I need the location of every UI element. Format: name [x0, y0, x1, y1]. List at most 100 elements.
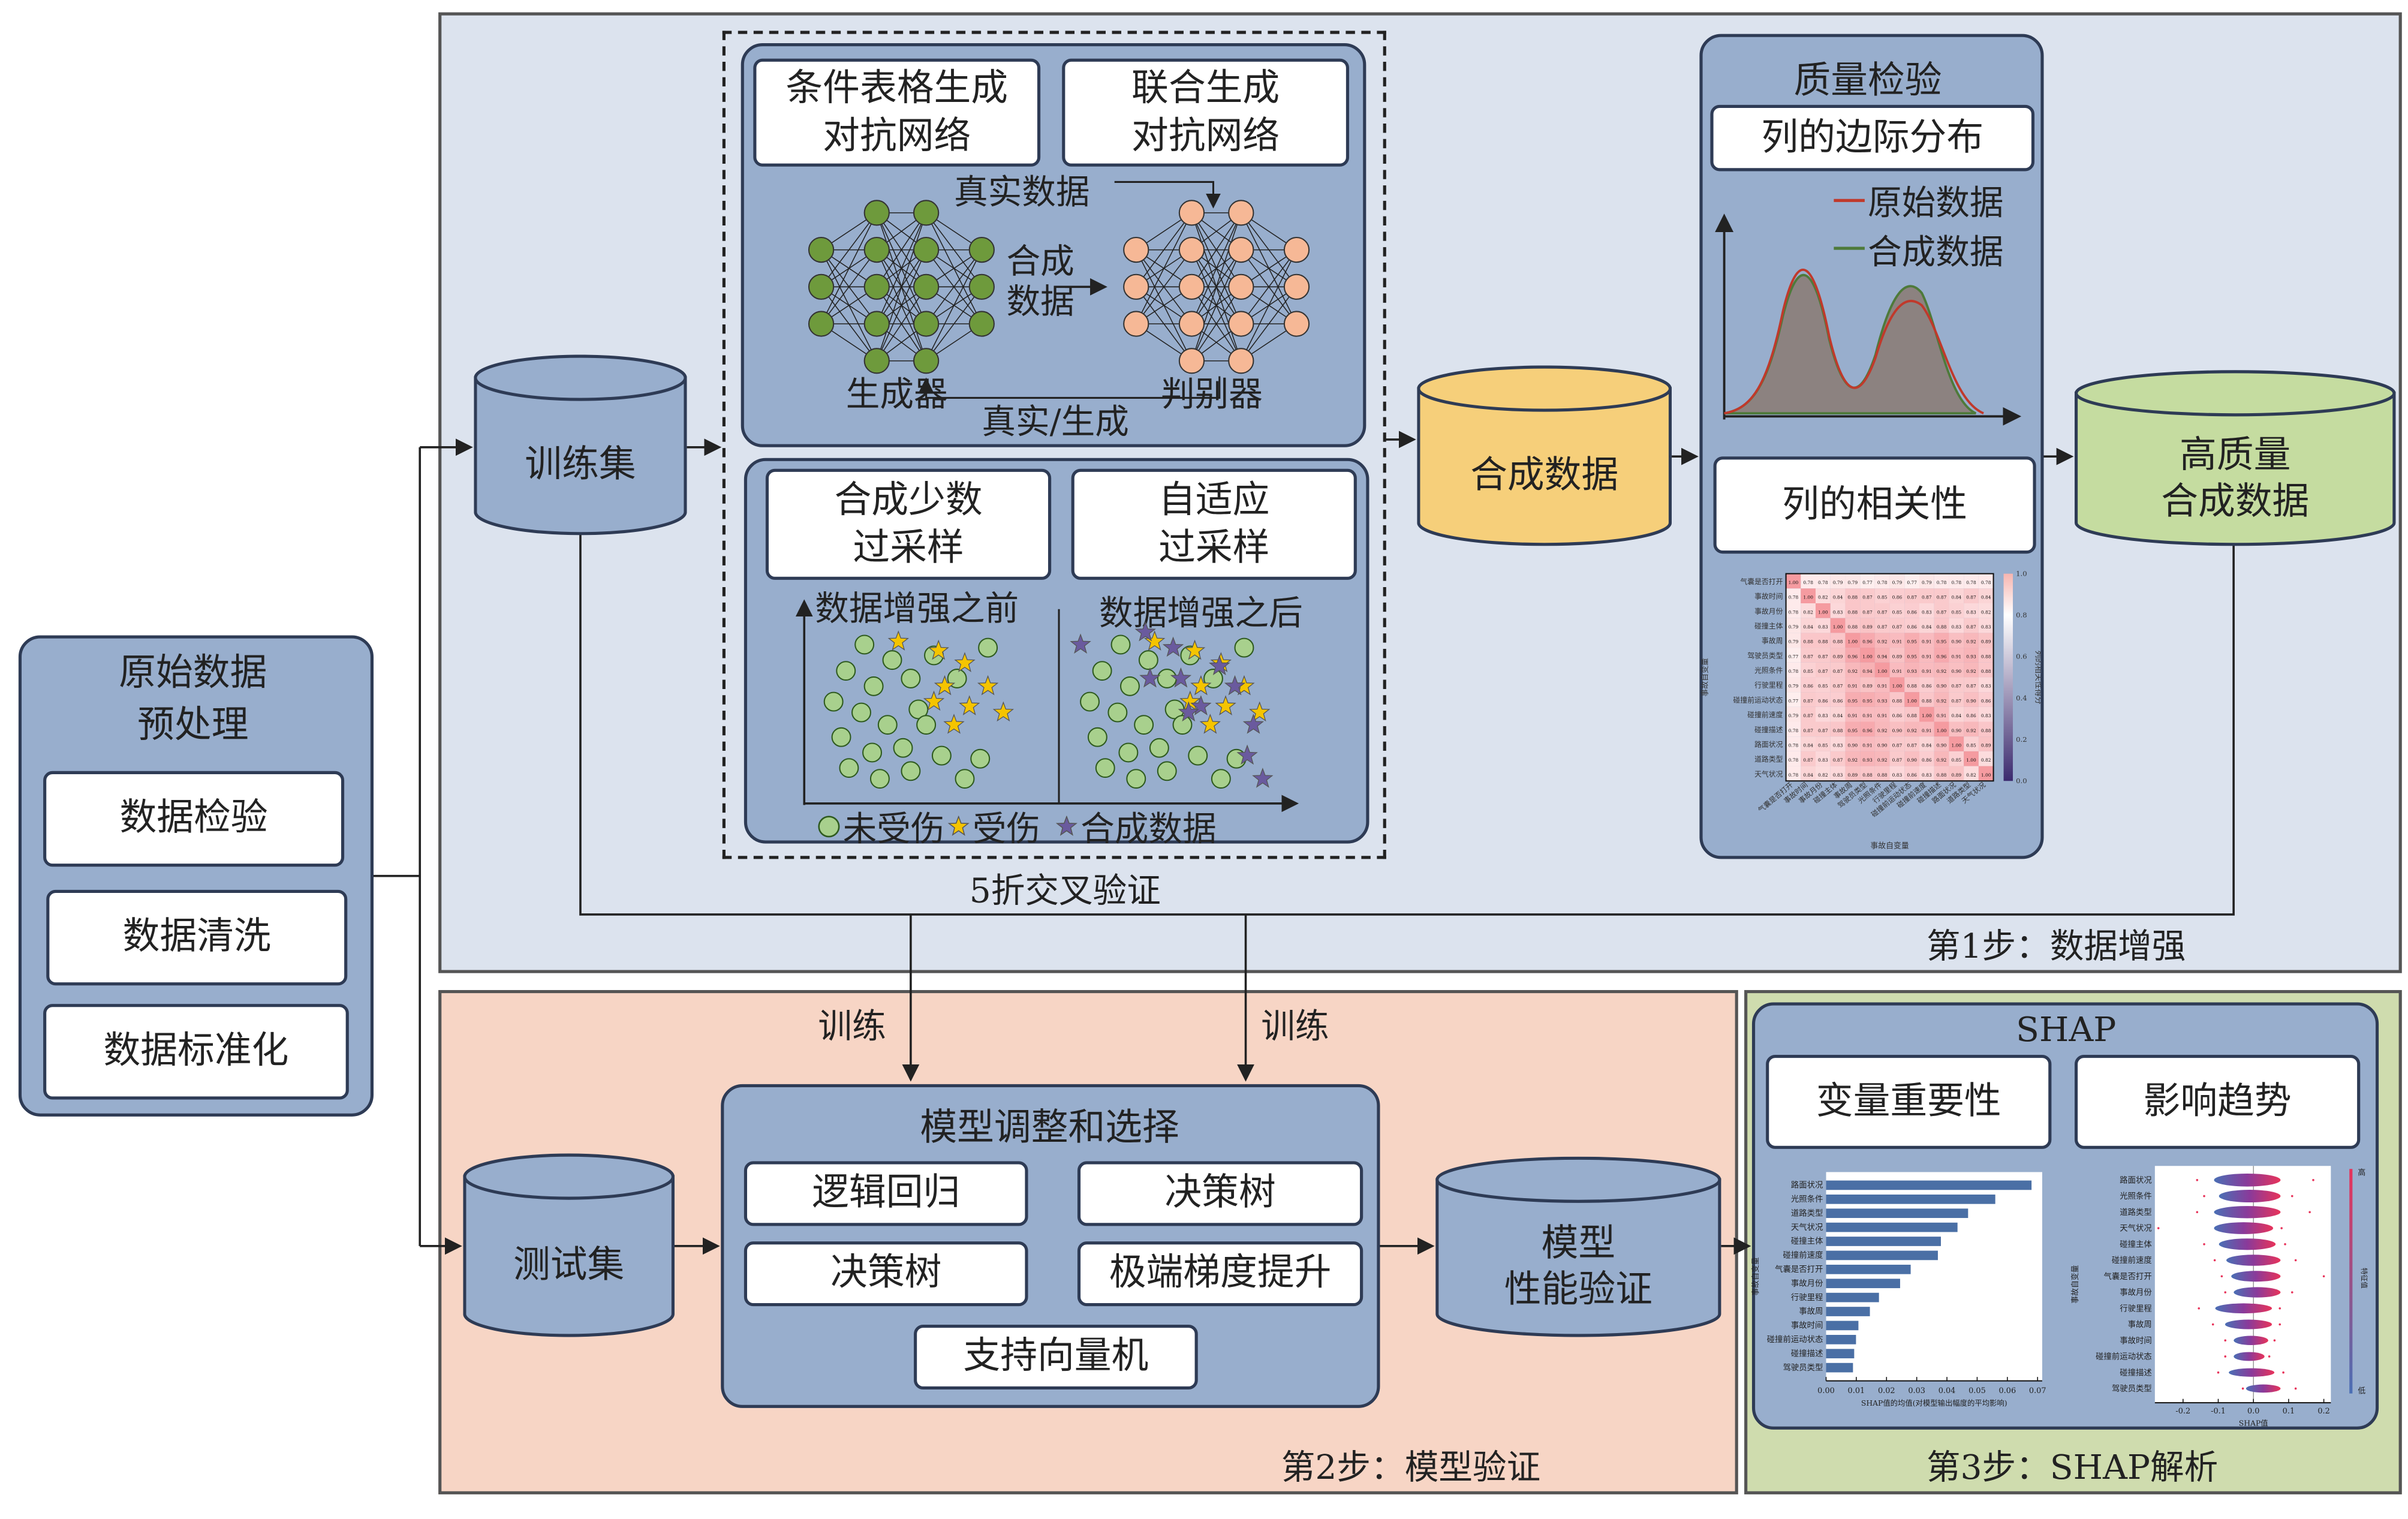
heatmap-cell	[1786, 706, 1801, 722]
heatmap-cell	[1904, 706, 1920, 722]
heatmap-value: 0.86	[1833, 698, 1843, 703]
oversampling-legend: 未受伤 受伤 合成数据	[818, 802, 1217, 851]
test-set-label: 测试集	[513, 1243, 625, 1286]
test-set-cylinder: 测试集	[463, 1153, 675, 1337]
uninjured-point	[1110, 634, 1131, 655]
heatmap-cell	[1904, 677, 1920, 693]
heatmap-cell	[1949, 648, 1964, 663]
outlier-point	[2224, 1355, 2227, 1358]
heatmap-cell	[1786, 751, 1801, 766]
discriminator-node	[1228, 311, 1254, 337]
heatmap-cell	[1919, 721, 1934, 737]
cylinder-top	[2075, 370, 2396, 417]
heatmap-value: 0.91	[1922, 639, 1932, 645]
before-label: 数据增强之前	[815, 590, 1019, 630]
heatmap-value: 0.79	[1833, 580, 1843, 585]
heatmap-cell	[1845, 588, 1861, 604]
heatmap-cell	[1801, 662, 1816, 678]
x-tick-label: 0.05	[1968, 1386, 1986, 1395]
heatmap-value: 0.93	[1862, 757, 1873, 763]
injured-point	[928, 639, 949, 660]
heatmap-value: 0.91	[1862, 742, 1873, 748]
heatmap-value: 0.87	[1803, 713, 1813, 718]
trend-box: 影响趋势	[2074, 1054, 2361, 1149]
heatmap-value: 0.85	[1951, 609, 1961, 615]
heatmap-value: 0.85	[1892, 609, 1903, 615]
real-data-arrow	[1114, 181, 1221, 209]
uninjured-point	[869, 769, 890, 789]
heatmap-cell	[1860, 706, 1875, 722]
outlier-point	[2294, 1387, 2297, 1390]
heatmap-value: 0.83	[1818, 624, 1828, 630]
heatmap-value: 0.83	[1833, 609, 1843, 615]
outlier-point	[2308, 1211, 2311, 1214]
shap-title: SHAP	[2016, 1011, 2117, 1051]
generator-edge	[820, 212, 877, 287]
heatmap-value: 0.87	[1803, 728, 1813, 733]
heatmap-cell	[1889, 677, 1905, 693]
heatmap-value: 0.87	[1966, 595, 1976, 600]
heatmap-cell	[1874, 692, 1890, 707]
heatmap-cell	[1830, 706, 1846, 722]
heatmap-cell	[1860, 766, 1875, 781]
heatmap-cell	[1860, 573, 1875, 589]
heatmap-cell	[1816, 721, 1831, 737]
injured-point	[1215, 695, 1236, 715]
step3-label: 第3步：SHAP解析	[1926, 1449, 2219, 1488]
cylinder-top	[1417, 365, 1672, 412]
discriminator-node	[1228, 236, 1254, 263]
heatmap-value: 0.85	[1966, 742, 1976, 748]
generator-edge	[925, 249, 983, 362]
heatmap-value: 0.88	[1907, 713, 1917, 718]
heatmap-cell	[1978, 721, 1994, 737]
importance-bar	[1826, 1194, 1995, 1204]
importance-bar	[1826, 1349, 1855, 1359]
heatmap-cell	[1978, 573, 1994, 589]
synthetic-point	[1162, 636, 1184, 657]
heatmap-cell	[1830, 677, 1846, 693]
heatmap-value: 0.91	[1862, 713, 1873, 718]
heatmap-value: 0.82	[1803, 609, 1813, 615]
heatmap-value: 0.95	[1907, 639, 1917, 645]
heatmap-cell	[1978, 751, 1994, 766]
discriminator-node	[1123, 236, 1149, 263]
uninjured-point	[877, 715, 898, 735]
heatmap-value: 0.92	[1877, 728, 1888, 733]
uninjured-point	[839, 758, 859, 778]
discriminator-node	[1283, 311, 1310, 337]
heatmap-value: 1.00	[1922, 713, 1932, 718]
cylinder-shape	[1435, 1156, 1721, 1337]
colorbar-tick: 0.8	[2016, 611, 2027, 619]
heatmap-cell	[1801, 751, 1816, 766]
heatmap-row-label: 碰撞描述	[1754, 726, 1783, 734]
x-tick-label: 0.04	[1939, 1386, 1956, 1395]
heatmap-cell	[1845, 573, 1861, 589]
heatmap-value: 0.92	[1937, 669, 1947, 674]
discriminator-node	[1228, 273, 1254, 300]
heatmap-cell	[1801, 603, 1816, 618]
bar-label: 事故时间	[1791, 1321, 1823, 1331]
y-axis-label: 事故自变量	[2070, 1265, 2080, 1303]
heatmap-value: 0.79	[1789, 639, 1799, 645]
outlier-point	[2322, 1275, 2325, 1278]
heatmap-value: 0.84	[1833, 713, 1843, 718]
synthetic-point	[1178, 701, 1199, 722]
feedback-arrow	[919, 376, 1221, 399]
heatmap-cell	[1874, 573, 1890, 589]
heatmap-cell	[1964, 648, 1979, 663]
heatmap-cell	[1874, 736, 1890, 751]
smote-box: 合成少数 过采样	[765, 468, 1052, 580]
colorbar	[2003, 573, 2013, 781]
heatmap-cell	[1830, 751, 1846, 766]
colorbar-tick: 0.4	[2016, 694, 2027, 702]
feature-label: 气囊是否打开	[2104, 1271, 2152, 1282]
importance-bar	[1826, 1321, 1859, 1331]
heatmap-value: 0.83	[1951, 624, 1961, 630]
heatmap-cell	[1860, 633, 1875, 648]
heatmap-row-label: 碰撞前速度	[1747, 711, 1783, 719]
heatmap-value: 0.90	[1951, 669, 1961, 674]
heatmap-cell	[1874, 603, 1890, 618]
heatmap-xlabel: 事故自变量	[1870, 841, 1909, 850]
bar-label: 光照条件	[1791, 1194, 1823, 1204]
